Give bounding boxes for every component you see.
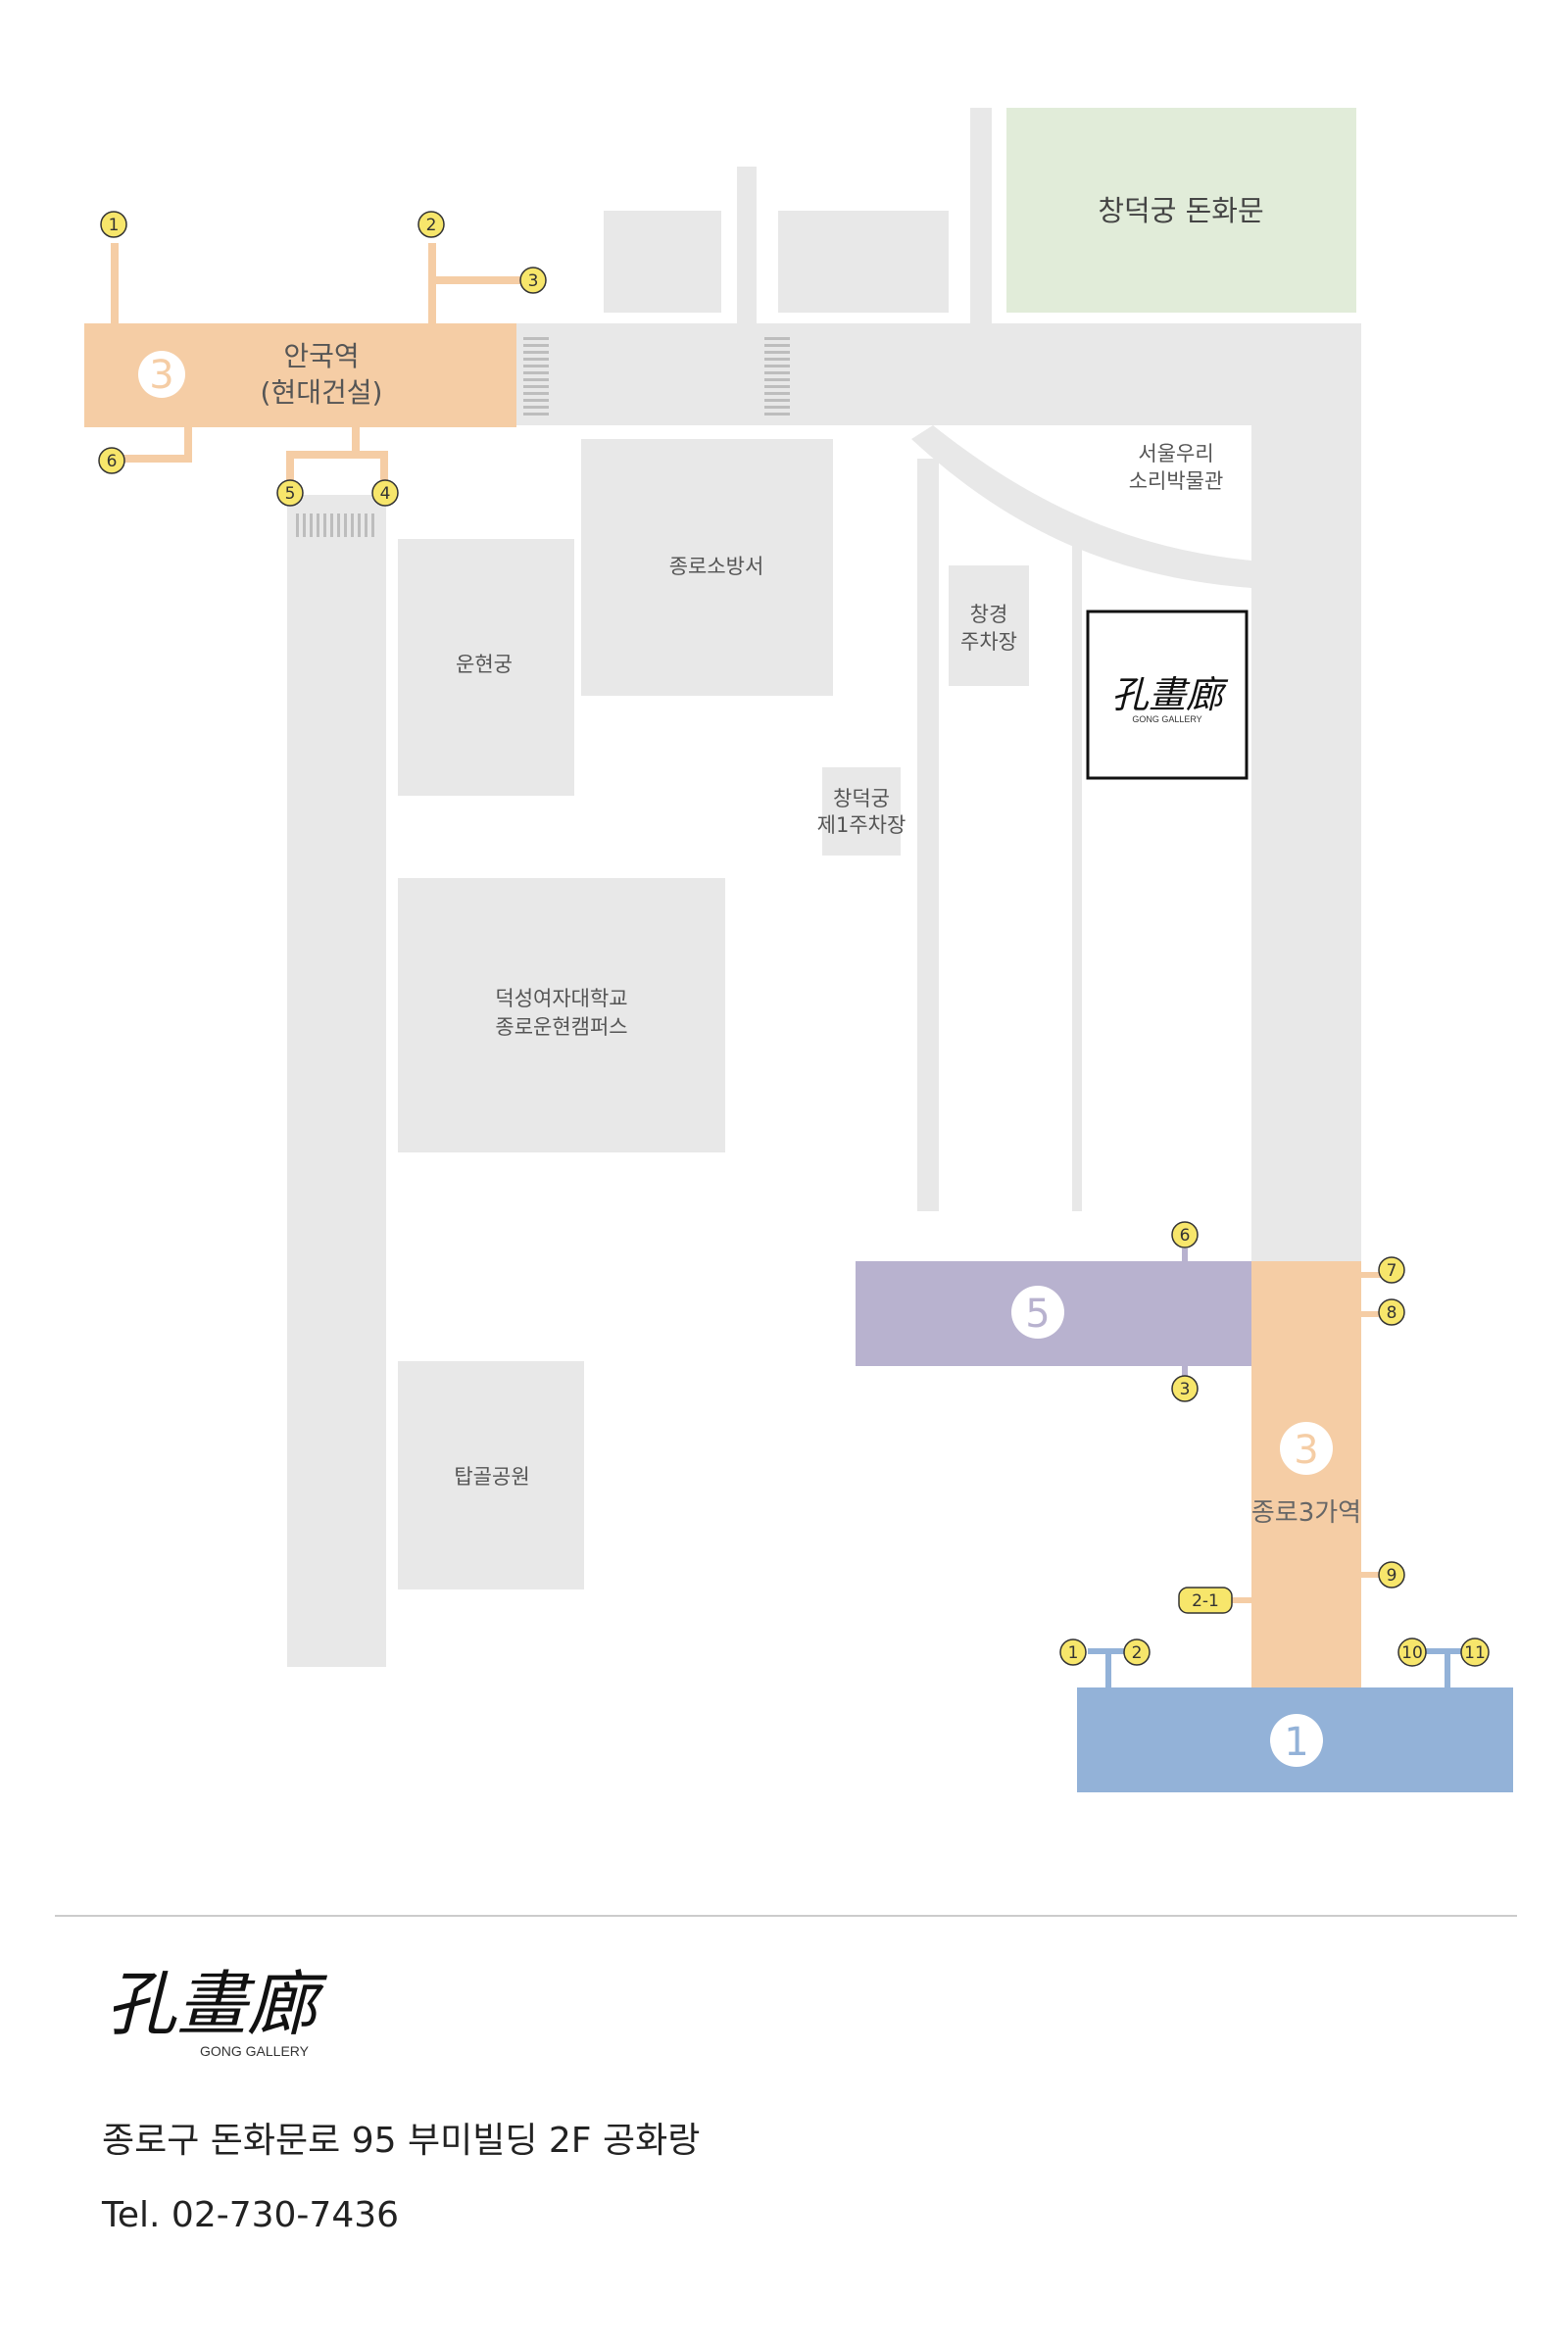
gallery-marker-sub: GONG GALLERY: [1132, 714, 1201, 724]
footer-tel: Tel. 02-730-7436: [102, 2195, 400, 2235]
jongno-exit-6: 6: [1171, 1221, 1199, 1248]
anguk-exit-2: 2: [417, 211, 445, 238]
svg-text:1: 1: [109, 216, 120, 235]
anguk-exit-5: 5: [276, 479, 304, 507]
anguk-line-number-circle: [138, 351, 185, 398]
anguk-exit-3: 3: [519, 267, 547, 294]
building-unhyeongung: [398, 539, 574, 796]
svg-text:5: 5: [285, 484, 296, 504]
park-changdeokgung: [1006, 108, 1356, 313]
svg-text:2-1: 2-1: [1192, 1591, 1219, 1611]
label-parking-changdeok-2: 제1주차장: [817, 813, 906, 837]
building-top-1: [604, 211, 721, 313]
svg-text:1: 1: [1068, 1643, 1079, 1663]
building-parking-changgyeong: [949, 565, 1029, 686]
road-horizontal-main: [516, 323, 1361, 425]
jongno-exit-1: 1: [1059, 1638, 1087, 1666]
line5-number: 5: [1025, 1292, 1050, 1337]
road-west-vertical: [287, 495, 386, 1667]
jongno3ga-station: 5 3 종로3가역 1 1 2 2-1 3 6 7 8 9 10 11: [856, 1221, 1513, 1792]
label-museum-2: 소리박물관: [1129, 469, 1224, 493]
crosswalk-2: [764, 337, 790, 416]
building-tapgol: [398, 1361, 584, 1589]
label-fire-station: 종로소방서: [669, 555, 764, 578]
road-narrow-3: [917, 459, 939, 1211]
label-park: 창덕궁 돈화문: [1098, 194, 1263, 227]
anguk-exit-4: 4: [371, 479, 399, 507]
line5-number-circle: [1011, 1286, 1064, 1339]
label-tapgol: 탑골공원: [454, 1465, 529, 1489]
road-narrow-1: [737, 167, 757, 323]
footer-logo: 孔畫廊 GONG GALLERY: [106, 1963, 328, 2059]
footer-logo-sub: GONG GALLERY: [200, 2043, 310, 2059]
map-labels: 창덕궁 돈화문 서울우리 소리박물관 종로소방서 운현궁 창경 주차장 창덕궁 …: [454, 194, 1263, 1489]
jongno-exit-8: 8: [1378, 1298, 1405, 1326]
jongno-exit-2: 2: [1123, 1638, 1151, 1666]
museum-label-bg: [1088, 427, 1245, 506]
line1-number: 1: [1284, 1720, 1308, 1765]
location-map: 3 안국역 (현대건설) 1 2 3 4 5 6 5 3 종로3가역 1 1 2: [84, 108, 1513, 1792]
svg-text:6: 6: [1180, 1226, 1191, 1246]
road-narrow-4: [1072, 545, 1082, 1211]
svg-text:6: 6: [107, 452, 118, 471]
jongno-exit-2-1: 2-1: [1178, 1587, 1233, 1614]
line3-number: 3: [1294, 1428, 1318, 1473]
svg-text:9: 9: [1387, 1566, 1397, 1586]
svg-text:3: 3: [528, 271, 539, 291]
label-parking-changgyeong-1: 창경: [970, 603, 1008, 626]
anguk-station-name: 안국역: [283, 340, 359, 372]
label-duksung-1: 덕성여자대학교: [495, 987, 627, 1010]
footer-logo-text: 孔畫廊: [106, 1963, 328, 2045]
anguk-line-number: 3: [149, 353, 173, 398]
building-parking-changdeok: [822, 767, 901, 856]
road-curve: [911, 425, 1251, 588]
building-duksung: [398, 878, 725, 1152]
buildings: [398, 211, 1245, 1589]
anguk-station-sub: (현대건설): [261, 376, 383, 409]
crosswalk-1: [523, 337, 549, 416]
road-narrow-2: [970, 108, 992, 323]
svg-text:8: 8: [1387, 1303, 1397, 1323]
label-parking-changgyeong-2: 주차장: [960, 630, 1017, 654]
svg-text:3: 3: [1180, 1380, 1191, 1399]
label-unhyeongung: 운현궁: [456, 653, 513, 676]
crosswalk-3: [296, 513, 374, 537]
svg-text:2: 2: [1132, 1643, 1143, 1663]
jongno-exit-3: 3: [1171, 1375, 1199, 1402]
jongno-exit-11: 11: [1460, 1638, 1490, 1667]
svg-text:10: 10: [1401, 1643, 1423, 1663]
jongno-exit-7: 7: [1378, 1256, 1405, 1284]
label-museum-1: 서울우리: [1138, 442, 1213, 465]
footer-divider: [55, 1915, 1517, 1917]
footer-address: 종로구 돈화문로 95 부미빌딩 2F 공화랑: [102, 2121, 701, 2161]
svg-text:11: 11: [1464, 1643, 1486, 1663]
svg-text:7: 7: [1387, 1261, 1397, 1281]
svg-text:4: 4: [380, 484, 391, 504]
gallery-marker-logo: 孔畫廊: [1111, 673, 1229, 716]
svg-text:2: 2: [426, 216, 437, 235]
jongno-exit-10: 10: [1397, 1638, 1427, 1667]
roads: [287, 108, 1361, 1667]
jongno-exit-9: 9: [1378, 1561, 1405, 1589]
line1-number-circle: [1270, 1714, 1323, 1767]
building-fire-station: [581, 439, 833, 696]
building-top-2: [778, 211, 949, 313]
anguk-exit-6: 6: [98, 447, 125, 474]
line3-number-circle: [1280, 1422, 1333, 1475]
jongno3ga-station-name: 종로3가역: [1251, 1498, 1361, 1528]
gallery-location-marker: 孔畫廊 GONG GALLERY: [1086, 610, 1249, 780]
road-east-vertical: [1251, 323, 1361, 1264]
anguk-exit-1: 1: [100, 211, 127, 238]
label-parking-changdeok-1: 창덕궁: [833, 787, 890, 810]
label-duksung-2: 종로운현캠퍼스: [495, 1015, 627, 1039]
road-curve-2: [985, 425, 1251, 541]
anguk-station: 3 안국역 (현대건설) 1 2 3 4 5 6: [84, 211, 547, 507]
